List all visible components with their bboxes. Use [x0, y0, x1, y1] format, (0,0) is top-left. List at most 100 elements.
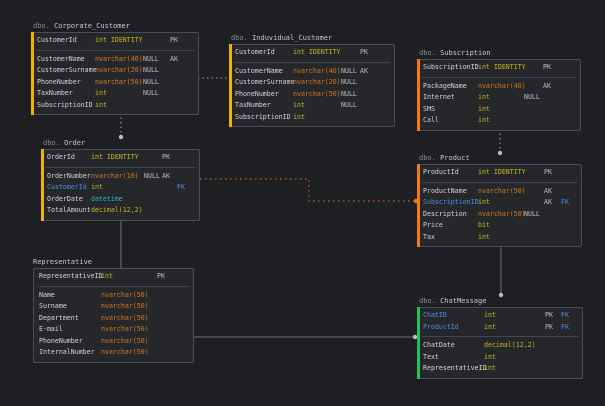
column-name: ProductId [423, 322, 459, 331]
column-type: int [478, 116, 490, 124]
table-color-stripe [41, 149, 44, 221]
column-type: int [95, 100, 107, 109]
column-type: nvarchar(40) [293, 66, 341, 75]
column-nullable: NULL [144, 171, 160, 180]
column-key: PK [162, 153, 170, 161]
key-separator [36, 49, 194, 51]
column-name: CustomerId [235, 48, 275, 56]
rel-product-chatmessage-end [498, 292, 504, 298]
column-row[interactable]: Call int [418, 115, 580, 127]
column-name: SubscriptionID [423, 63, 479, 71]
table-name: Induvidual_Customer [247, 34, 333, 42]
column-name: Call [423, 116, 439, 124]
table-title-order: dbo. Order [43, 139, 85, 147]
column-type: int [484, 322, 496, 331]
column-name: CustomerName [37, 54, 85, 63]
table-name: Product [435, 154, 470, 162]
table-color-stripe [417, 59, 420, 131]
column-name: CustomerSurname [235, 78, 295, 86]
column-key: PK [545, 311, 553, 319]
column-type: int [478, 104, 490, 113]
key-separator [38, 285, 189, 287]
table-title-induvidual_customer: dbo. Induvidual_Customer [231, 34, 332, 42]
column-name: PhoneNumber [235, 89, 279, 98]
rel-subscription-product-end [497, 150, 503, 156]
column-key: PK [543, 63, 551, 71]
column-key: PK [170, 36, 178, 44]
rel-order-product [200, 178, 415, 202]
column-type: int [101, 272, 113, 280]
column-type: decimal(12,2) [91, 206, 143, 214]
column-name: CustomerId [37, 36, 77, 44]
rel-corporate-order-end [118, 134, 124, 140]
column-nullable: NULL [143, 66, 159, 74]
key-separator [46, 166, 195, 168]
schema-prefix: dbo. [231, 34, 248, 42]
key-separator [422, 76, 576, 78]
column-name: CustomerName [235, 66, 283, 75]
column-name: Name [39, 290, 55, 299]
column-name: PhoneNumber [37, 77, 81, 86]
column-type: nvarchar(50) [478, 209, 526, 218]
column-key: AK [544, 198, 552, 206]
schema-prefix: dbo. [419, 297, 436, 305]
table-name: Order [59, 139, 86, 147]
column-nullable: NULL [143, 54, 159, 63]
column-type: nvarchar(20) [293, 78, 341, 86]
column-name: PackageName [423, 81, 467, 90]
column-nullable: NULL [524, 93, 540, 101]
column-name: ProductName [423, 186, 467, 195]
column-type: nvarchar(50) [101, 302, 149, 310]
column-type: int [478, 198, 490, 206]
table-title-subscription: dbo. Subscription [419, 49, 491, 57]
column-nullable: NULL [341, 89, 357, 98]
column-name: PhoneNumber [39, 336, 83, 345]
